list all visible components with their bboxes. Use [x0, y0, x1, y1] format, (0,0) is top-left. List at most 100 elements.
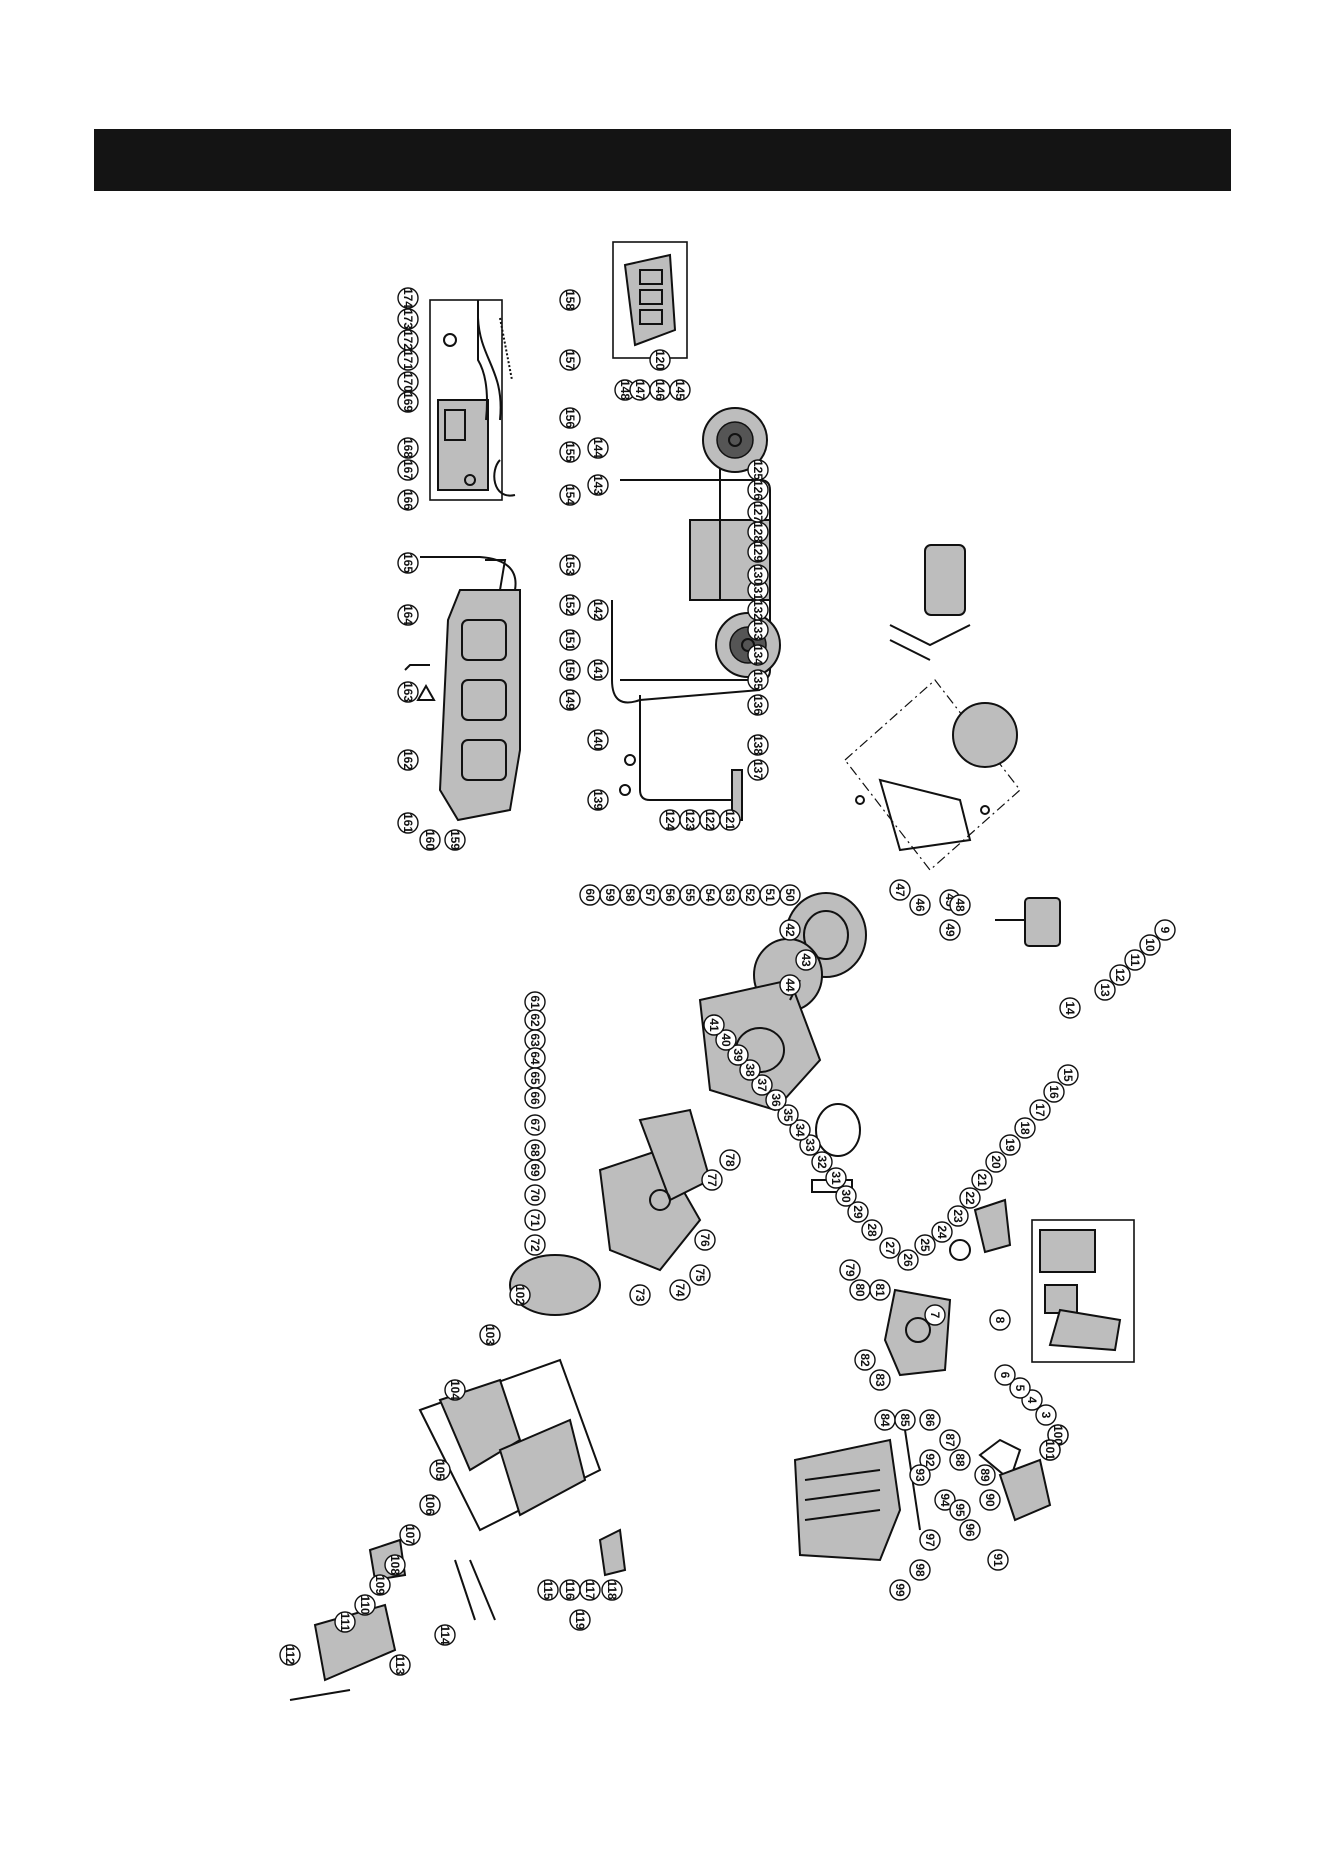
callout-62: 62: [524, 1009, 546, 1031]
callout-93: 93: [909, 1464, 931, 1486]
callout-number: 106: [423, 1495, 437, 1515]
callout-circle: [669, 379, 691, 401]
callout-circle: [389, 1654, 411, 1676]
callout-number: 170: [401, 372, 415, 392]
callout-number: 90: [983, 1493, 997, 1507]
callout-circle: [1139, 934, 1161, 956]
callout-circle: [649, 349, 671, 371]
callout-91: 91: [987, 1549, 1009, 1571]
callout-153: 153: [559, 554, 581, 576]
callout-circle: [747, 564, 769, 586]
callout-circle: [397, 308, 419, 330]
callout-number: 133: [751, 620, 765, 640]
callout-number: 138: [751, 735, 765, 755]
callout-number: 169: [401, 392, 415, 412]
panel-inset: [612, 241, 688, 359]
callout-number: 137: [751, 760, 765, 780]
callout-circle: [949, 1449, 971, 1471]
callout-146: 146: [649, 379, 671, 401]
callout-16: 16: [1043, 1081, 1065, 1103]
callout-36: 36: [765, 1089, 787, 1111]
callout-number: 46: [913, 898, 927, 912]
callout-circle: [914, 1234, 936, 1256]
callout-circle: [569, 1609, 591, 1631]
callout-circle: [747, 644, 769, 666]
callout-160: 160: [419, 829, 441, 851]
callout-106: 106: [419, 1494, 441, 1516]
callout-37: 37: [751, 1074, 773, 1096]
callout-number: 71: [528, 1213, 542, 1227]
callout-number: 42: [783, 923, 797, 937]
callout-circle: [429, 1459, 451, 1481]
callout-number: 67: [528, 1118, 542, 1132]
callout-circle: [587, 474, 609, 496]
callout-126: 126: [747, 479, 769, 501]
callout-circle: [524, 1087, 546, 1109]
callout-circle: [777, 1104, 799, 1126]
callout-90: 90: [979, 1489, 1001, 1511]
wheel-lower: [715, 612, 781, 678]
callout-number: 151: [563, 630, 577, 650]
callout-61: 61: [524, 991, 546, 1013]
callout-circle: [999, 1134, 1021, 1156]
fuel-line: [420, 556, 517, 591]
callout-140: 140: [587, 729, 609, 751]
callout-number: 5: [1013, 1385, 1027, 1392]
callout-101: 101: [1039, 1439, 1061, 1461]
callout-number: 152: [563, 595, 577, 615]
callout-113: 113: [389, 1654, 411, 1676]
callout-number: 19: [1003, 1138, 1017, 1152]
callout-number: 4: [1025, 1397, 1039, 1404]
callout-number: 102: [513, 1285, 527, 1305]
callout-134: 134: [747, 644, 769, 666]
callout-48: 48: [949, 894, 971, 916]
callout-119: 119: [569, 1609, 591, 1631]
callout-19: 19: [999, 1134, 1021, 1156]
callout-67: 67: [524, 1114, 546, 1136]
callout-22: 22: [959, 1187, 981, 1209]
valve-cover: [978, 1438, 1052, 1522]
callout-40: 40: [715, 1029, 737, 1051]
callout-135: 135: [747, 669, 769, 691]
callout-15: 15: [1057, 1064, 1079, 1086]
callout-circle: [559, 289, 581, 311]
callout-138: 138: [747, 734, 769, 756]
callout-circle: [397, 681, 419, 703]
callout-170: 170: [397, 371, 419, 393]
callout-circle: [987, 1549, 1009, 1571]
callout-number: 86: [923, 1413, 937, 1427]
callout-92: 92: [919, 1449, 941, 1471]
callout-circle: [861, 1219, 883, 1241]
callout-circle: [934, 1489, 956, 1511]
callout-circle: [601, 1579, 623, 1601]
callout-27: 27: [879, 1237, 901, 1259]
callout-circle: [587, 789, 609, 811]
callout-155: 155: [559, 441, 581, 463]
callout-18: 18: [1014, 1117, 1036, 1139]
callout-129: 129: [747, 541, 769, 563]
control-panel: [429, 299, 503, 501]
callout-123: 123: [679, 809, 701, 831]
callout-75: 75: [689, 1264, 711, 1286]
callout-number: 48: [953, 898, 967, 912]
callout-circle: [1009, 1377, 1031, 1399]
callout-132: 132: [747, 599, 769, 621]
callout-circle: [689, 1264, 711, 1286]
callout-173: 173: [397, 308, 419, 330]
callout-circle: [779, 919, 801, 941]
callout-3: 3: [1035, 1404, 1057, 1426]
callout-127: 127: [747, 501, 769, 523]
callout-55: 55: [679, 884, 701, 906]
callout-150: 150: [559, 659, 581, 681]
callout-54: 54: [699, 884, 721, 906]
callout-number: 139: [591, 790, 605, 810]
callout-133: 133: [747, 619, 769, 641]
callout-circle: [747, 459, 769, 481]
callout-number: 145: [673, 380, 687, 400]
callout-circle: [434, 1624, 456, 1646]
callout-circle: [869, 1369, 891, 1391]
callout-circle: [369, 1574, 391, 1596]
callout-number: 16: [1047, 1085, 1061, 1099]
callout-number: 132: [751, 600, 765, 620]
callout-circle: [1094, 979, 1116, 1001]
